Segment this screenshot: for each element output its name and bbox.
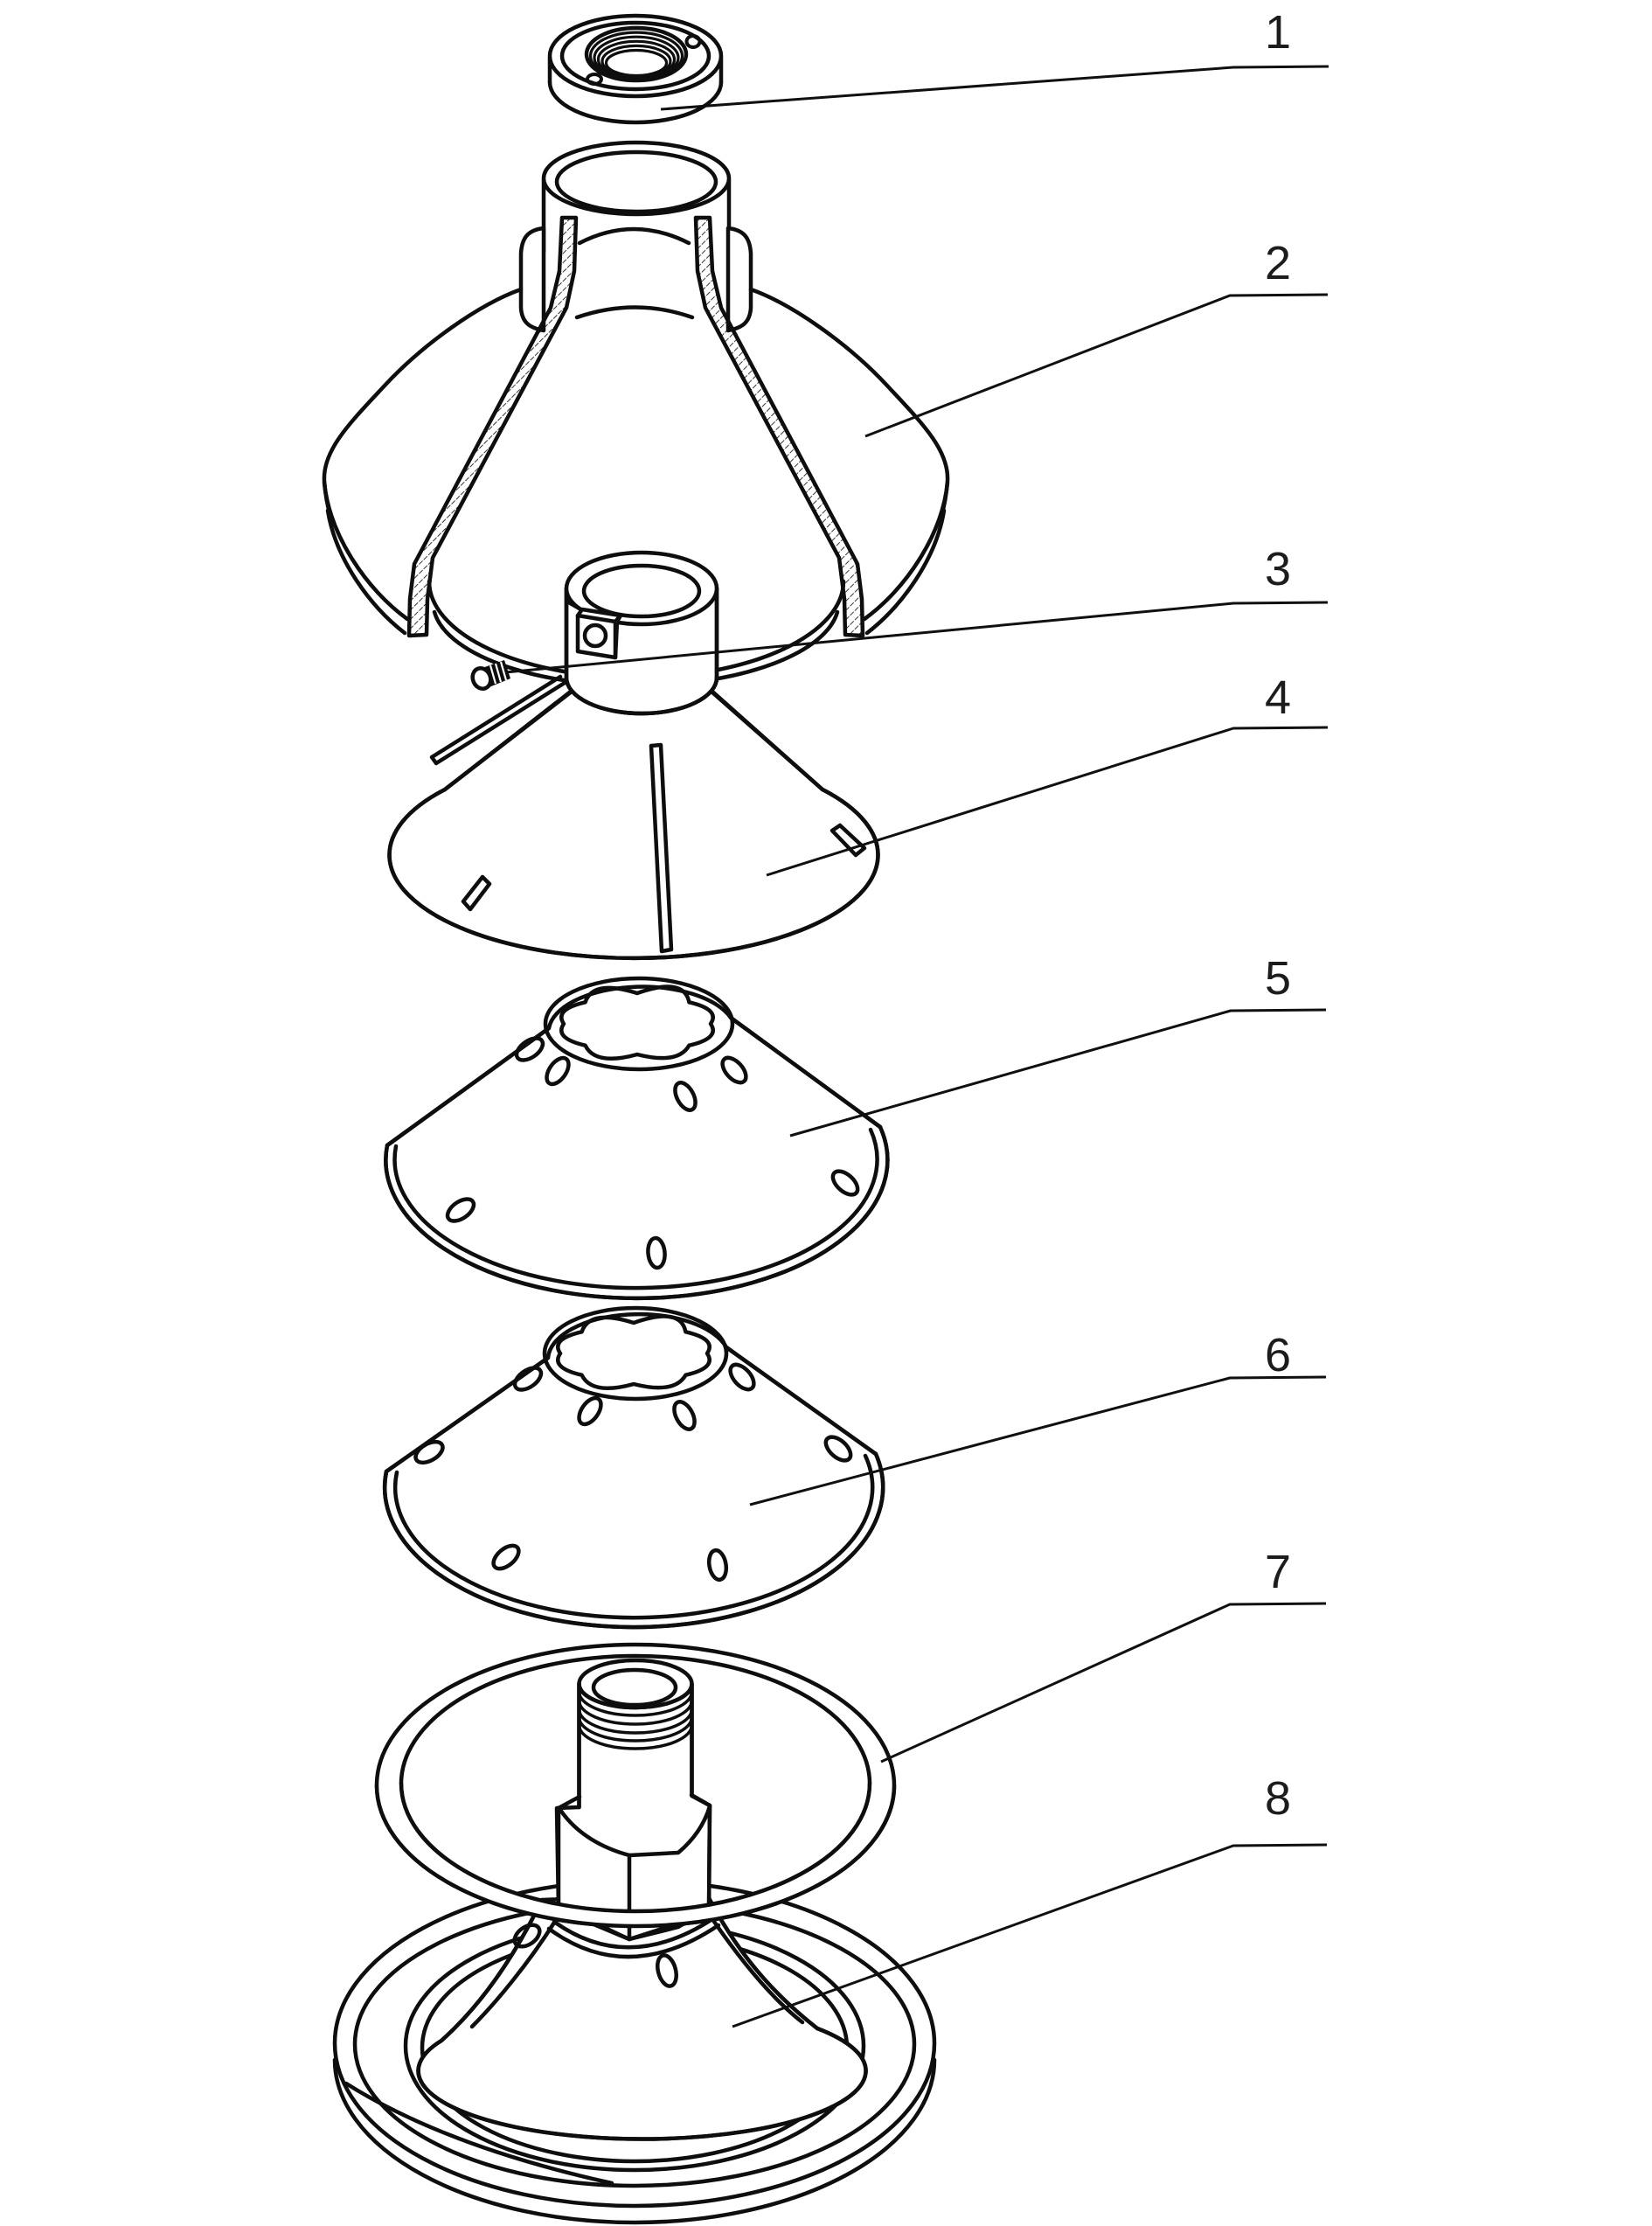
svg-text:2: 2 (1265, 237, 1291, 289)
svg-text:5: 5 (1265, 952, 1291, 1005)
svg-text:3: 3 (1265, 543, 1291, 595)
svg-text:6: 6 (1265, 1329, 1291, 1381)
svg-text:8: 8 (1265, 1772, 1291, 1825)
svg-text:4: 4 (1265, 671, 1291, 724)
svg-text:1: 1 (1265, 6, 1291, 59)
svg-text:7: 7 (1265, 1546, 1291, 1598)
